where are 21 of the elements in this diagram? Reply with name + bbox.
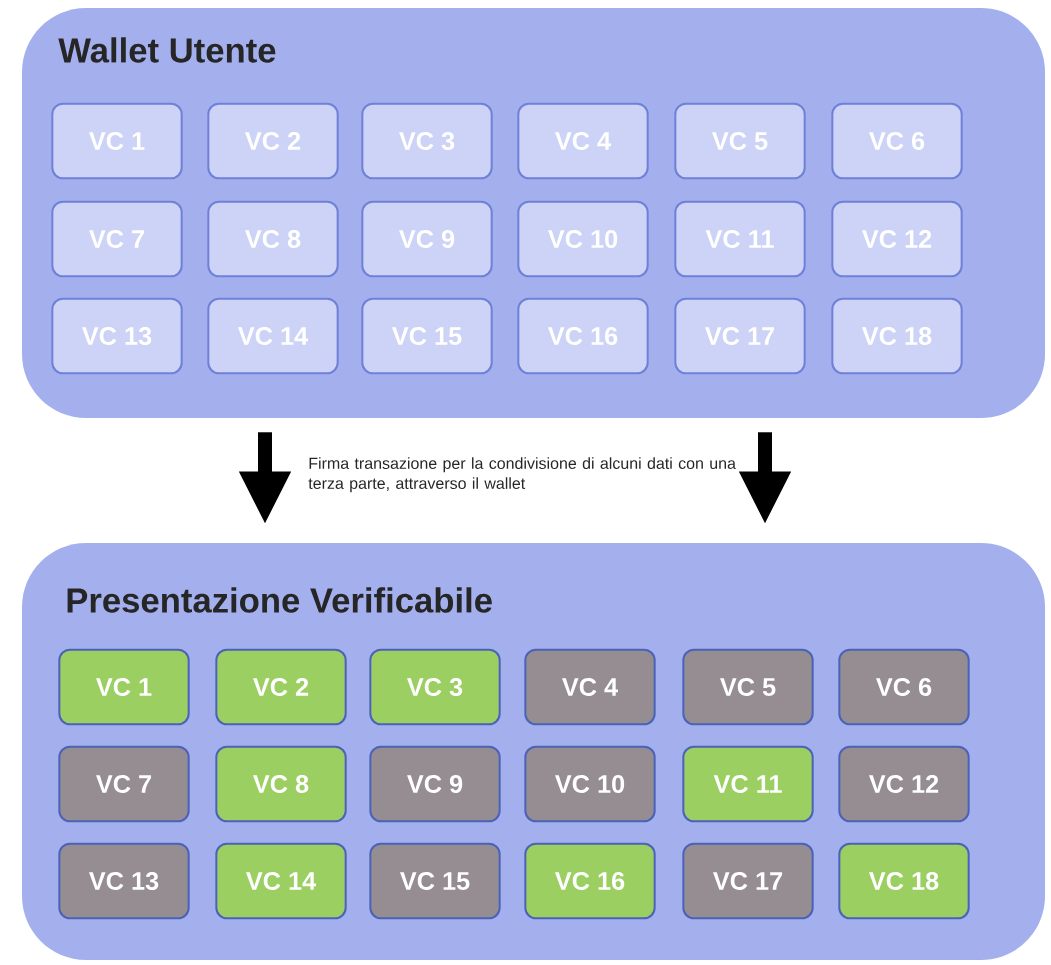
credential-box: VC 14 [215,842,347,920]
credential-box: VC 15 [369,842,501,920]
credential-box: VC 11 [682,745,814,823]
credential-box: VC 3 [369,648,501,726]
credential-box: VC 7 [58,745,190,823]
credential-box: VC 4 [524,648,656,726]
credential-box: VC 16 [524,842,656,920]
panel-title: Wallet Utente [58,37,276,63]
credential-box: VC 2 [215,648,347,726]
credential-box: VC 5 [682,648,814,726]
credential-box: VC 10 [524,745,656,823]
credential-box: VC 6 [838,648,970,726]
panel-title: Presentazione Verificabile [67,587,492,613]
credential-box: VC 9 [369,745,501,823]
credential-box: VC 12 [838,745,970,823]
credential-box: VC 18 [838,842,970,920]
credential-box: VC 8 [215,745,347,823]
credential-box: VC 1 [58,648,190,726]
credential-box: VC 13 [58,842,190,920]
credential-box: VC 17 [682,842,814,920]
note-text: Firma transazione per la condivisione di alcuni dati con una terza parte, attraverso il wallet [308,457,736,493]
